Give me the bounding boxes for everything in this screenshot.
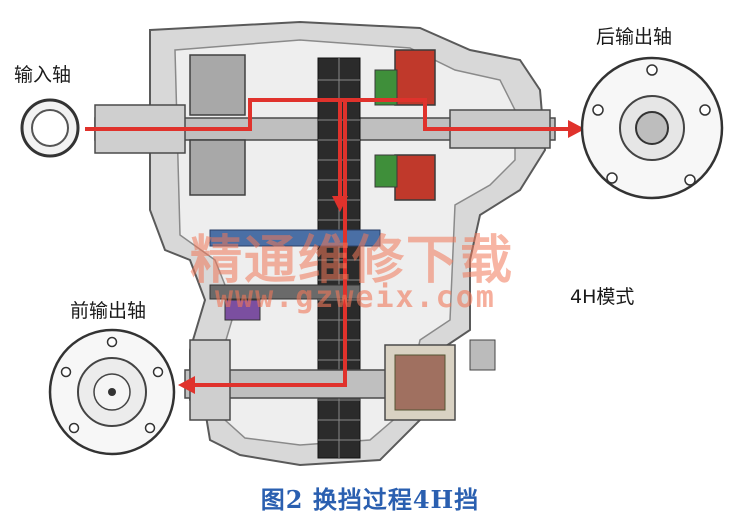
front-flange-bolt-hole xyxy=(60,366,72,378)
shift-rail xyxy=(209,229,381,247)
rear-flow-arrowhead xyxy=(568,120,585,138)
clutch-gear-lower xyxy=(374,154,398,188)
clutch-pack-upper xyxy=(394,49,436,106)
rear-flange-bolt-hole xyxy=(592,104,604,116)
watermark-url: www.gzweix.com xyxy=(215,280,496,315)
power-flow-path xyxy=(85,98,575,387)
label-mode: 4H模式 xyxy=(570,286,635,308)
front-flange-bolt-hole xyxy=(152,366,164,378)
shift-motor-winding xyxy=(394,354,446,411)
shift-fork xyxy=(209,284,361,300)
watermark-chinese: 精通维修下载 xyxy=(190,230,515,291)
motor-connector xyxy=(469,339,496,371)
label-front-output-shaft: 前输出轴 xyxy=(70,300,147,322)
clutch-gear-upper xyxy=(374,69,398,106)
clutch-pack-lower xyxy=(394,154,436,201)
chain-flow-arrowhead xyxy=(332,196,348,212)
front-flange-bolt-hole xyxy=(68,422,80,434)
rear-flange-bolt-hole xyxy=(699,104,711,116)
label-input-shaft: 输入轴 xyxy=(14,64,72,86)
planetary-gear-set xyxy=(189,54,246,116)
front-flange-center xyxy=(108,388,116,396)
input-shaft-end-inner xyxy=(31,109,69,147)
rear-flange-bolt-hole xyxy=(684,174,696,186)
front-flow-arrowhead xyxy=(178,376,195,394)
front-flange-bolt-hole xyxy=(106,336,118,348)
label-rear-output-shaft: 后输出轴 xyxy=(596,26,673,48)
rear-flange-bolt-hole xyxy=(606,172,618,184)
front-flange-bolt-hole xyxy=(144,422,156,434)
planetary-gear-set-lower xyxy=(189,139,246,196)
rear-flange-bolt-hole xyxy=(646,64,658,76)
sync-hub xyxy=(224,299,261,321)
figure-caption: 图2 换挡过程4H挡 xyxy=(260,485,480,514)
rear-flange-hub xyxy=(635,111,669,145)
front-output-flange xyxy=(189,339,231,421)
